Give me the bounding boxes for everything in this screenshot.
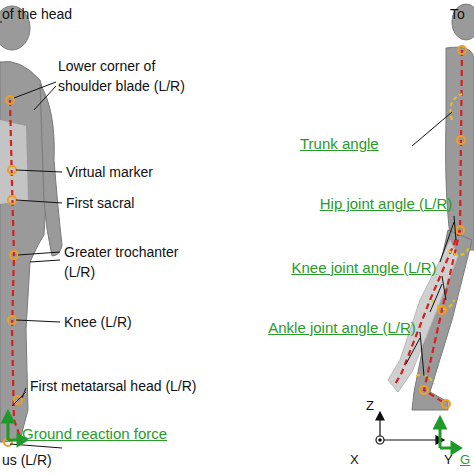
axis-label: Z (366, 398, 380, 414)
axis-label: Y (444, 452, 458, 468)
marker-label: Knee (L/R) (64, 312, 204, 332)
axis-label: X (350, 452, 364, 468)
force-label: Ground reaction force (22, 424, 242, 444)
marker-label: First metatarsal head (L/R) (30, 376, 220, 396)
marker-label: Virtual marker (66, 162, 206, 182)
axis-label: G (460, 452, 472, 468)
angle-label: Trunk angle (300, 134, 440, 154)
angle-label: Knee joint angle (L/R) (284, 258, 444, 278)
marker-label: To (450, 4, 472, 24)
marker-label: Greater trochanter (L/R) (64, 242, 209, 282)
angle-label: Ankle joint angle (L/R) (262, 318, 422, 338)
marker-label: Lower corner of shoulder blade (L/R) (58, 56, 208, 96)
angle-label: Hip joint angle (L/R) (316, 194, 456, 214)
marker-label: us (L/R) (2, 450, 92, 470)
marker-label: of the head (2, 4, 112, 24)
marker-label: First sacral (66, 193, 206, 213)
